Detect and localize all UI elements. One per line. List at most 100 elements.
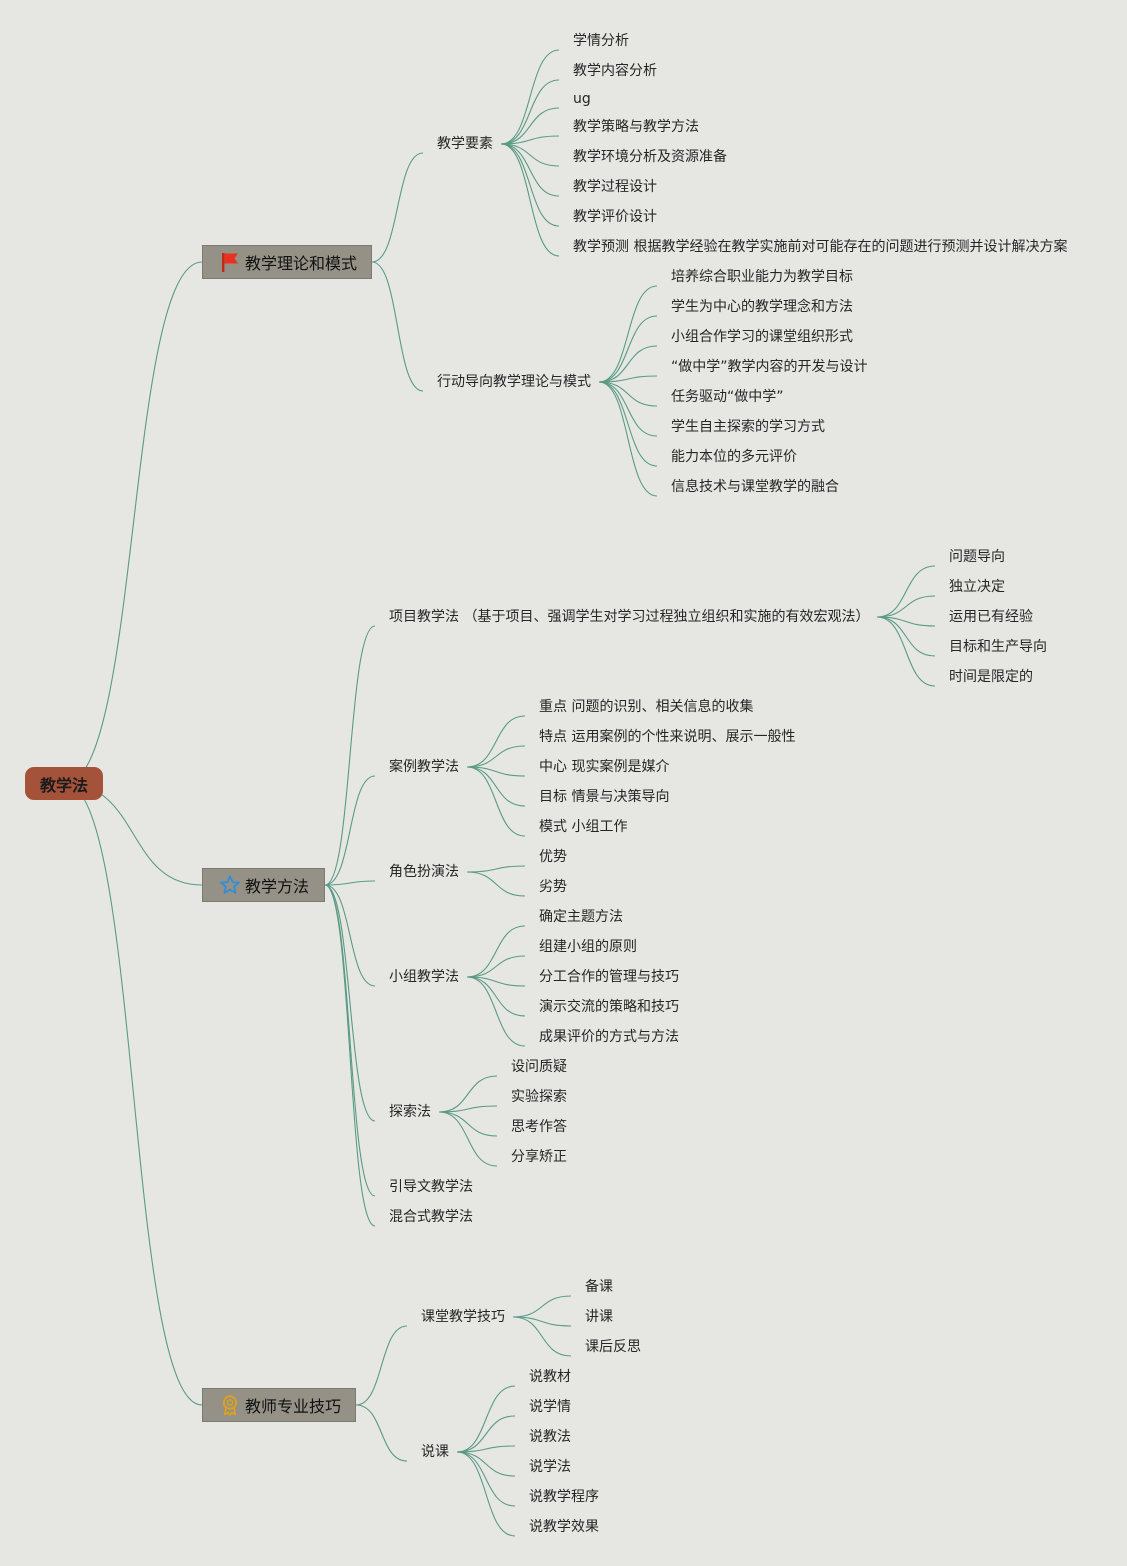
connector-topic-leaf xyxy=(466,766,526,777)
leaf-node[interactable]: 问题导向 xyxy=(949,549,1005,565)
leaf-node[interactable]: 实验探索 xyxy=(511,1089,567,1105)
leaf-node[interactable]: 独立决定 xyxy=(949,579,1005,595)
leaf-node[interactable]: 成果评价的方式与方法 xyxy=(539,1029,679,1045)
leaf-node[interactable]: 分享矫正 xyxy=(511,1149,567,1165)
leaf-node[interactable]: 培养综合职业能力为教学目标 xyxy=(671,269,853,285)
leaf-node[interactable]: 任务驱动“做中学” xyxy=(671,389,784,405)
leaf-node[interactable]: 设问质疑 xyxy=(511,1059,567,1075)
connector-topic-leaf xyxy=(598,381,658,407)
leaf-node[interactable]: 特点 运用案例的个性来说明、展示一般性 xyxy=(539,729,796,745)
topic-node[interactable]: 教学要素 xyxy=(437,136,493,152)
connector-topic-leaf xyxy=(876,565,936,618)
connector-topic-leaf xyxy=(876,616,936,657)
leaf-node[interactable]: 讲课 xyxy=(585,1309,613,1325)
topic-node[interactable]: 角色扮演法 xyxy=(389,864,459,880)
leaf-node[interactable]: 教学评价设计 xyxy=(573,209,657,225)
leaf-node[interactable]: ug xyxy=(573,91,591,107)
leaf-node[interactable]: 说教学程序 xyxy=(529,1489,599,1505)
leaf-node[interactable]: 目标和生产导向 xyxy=(949,639,1047,655)
leaf-node[interactable]: 说教材 xyxy=(529,1369,571,1385)
topic-node[interactable]: 课堂教学技巧 xyxy=(421,1309,505,1325)
root-node[interactable]: 教学法 xyxy=(25,767,103,800)
leaf-node[interactable]: 教学过程设计 xyxy=(573,179,657,195)
leaf-node[interactable]: 思考作答 xyxy=(511,1119,567,1135)
connector-root-branch xyxy=(64,782,203,1406)
leaf-node[interactable]: 信息技术与课堂教学的融合 xyxy=(671,479,839,495)
topic-node[interactable]: 引导文教学法 xyxy=(389,1179,473,1195)
leaf-node[interactable]: 小组合作学习的课堂组织形式 xyxy=(671,329,853,345)
leaf-node[interactable]: 学生自主探索的学习方式 xyxy=(671,419,825,435)
leaf-node[interactable]: 学生为中心的教学理念和方法 xyxy=(671,299,853,315)
leaf-node[interactable]: 劣势 xyxy=(539,879,567,895)
connector-topic-leaf xyxy=(456,1451,516,1477)
flag-icon xyxy=(222,253,238,272)
branch-label: 教学方法 xyxy=(245,877,310,896)
leaf-node[interactable]: 确定主题方法 xyxy=(539,909,623,925)
leaf-node[interactable]: 分工合作的管理与技巧 xyxy=(539,969,679,985)
connector-branch-topic xyxy=(324,884,376,1122)
connector-topic-leaf xyxy=(500,143,560,257)
leaf-node[interactable]: 说学情 xyxy=(529,1399,571,1415)
connector-topic-leaf xyxy=(466,766,526,837)
branch-node-theory[interactable]: 教学理论和模式 xyxy=(202,245,372,279)
leaf-node[interactable]: 备课 xyxy=(585,1279,613,1295)
connector-branch-topic xyxy=(371,152,424,263)
leaf-node[interactable]: 中心 现实案例是媒介 xyxy=(539,759,670,775)
connector-topic-leaf xyxy=(466,976,526,987)
connector-topic-leaf xyxy=(500,135,560,145)
leaf-node[interactable]: 优势 xyxy=(539,849,567,865)
connector-branch-topic xyxy=(324,880,376,886)
leaf-node[interactable]: 教学策略与教学方法 xyxy=(573,119,699,135)
leaf-node[interactable]: 时间是限定的 xyxy=(949,669,1033,685)
connector-topic-leaf xyxy=(466,865,526,873)
connector-topic-leaf xyxy=(466,715,526,768)
connector-topic-leaf xyxy=(598,315,658,383)
connector-branch-topic xyxy=(324,884,376,1197)
leaf-node[interactable]: 模式 小组工作 xyxy=(539,819,628,835)
leaf-node[interactable]: 说教学效果 xyxy=(529,1519,599,1535)
leaf-node[interactable]: 演示交流的策略和技巧 xyxy=(539,999,679,1015)
connector-topic-leaf xyxy=(598,375,658,383)
leaf-node[interactable]: 学情分析 xyxy=(573,33,629,49)
leaf-node[interactable]: “做中学”教学内容的开发与设计 xyxy=(671,359,868,375)
connector-topic-leaf xyxy=(466,976,526,1017)
connector-topic-leaf xyxy=(598,345,658,383)
connector-topic-leaf xyxy=(456,1385,516,1453)
leaf-node[interactable]: 说教法 xyxy=(529,1429,571,1445)
leaf-node[interactable]: 教学环境分析及资源准备 xyxy=(573,149,727,165)
connector-topic-leaf xyxy=(512,1316,572,1327)
leaf-node[interactable]: 重点 问题的识别、相关信息的收集 xyxy=(539,699,754,715)
leaf-node[interactable]: 目标 情景与决策导向 xyxy=(539,789,670,805)
leaf-node[interactable]: 课后反思 xyxy=(585,1339,641,1355)
connector-topic-leaf xyxy=(438,1111,498,1137)
topic-node[interactable]: 行动导向教学理论与模式 xyxy=(437,374,591,390)
star-icon xyxy=(220,875,240,894)
branch-label: 教学理论和模式 xyxy=(245,254,358,273)
leaf-node[interactable]: 能力本位的多元评价 xyxy=(671,449,797,465)
topic-node[interactable]: 说课 xyxy=(421,1444,449,1460)
connector-topic-leaf xyxy=(598,381,658,437)
leaf-node[interactable]: 组建小组的原则 xyxy=(539,939,637,955)
leaf-node[interactable]: 教学预测 根据教学经验在教学实施前对可能存在的问题进行预测并设计解决方案 xyxy=(573,239,1068,255)
connector-topic-leaf xyxy=(876,595,936,618)
topic-node[interactable]: 案例教学法 xyxy=(389,759,459,775)
topic-node[interactable]: 探索法 xyxy=(389,1104,431,1120)
connector-topic-leaf xyxy=(500,107,560,145)
connector-topic-leaf xyxy=(500,143,560,227)
branch-node-methods[interactable]: 教学方法 xyxy=(202,868,325,902)
topic-node[interactable]: 小组教学法 xyxy=(389,969,459,985)
leaf-node[interactable]: 说学法 xyxy=(529,1459,571,1475)
topic-node[interactable]: 混合式教学法 xyxy=(389,1209,473,1225)
connector-topic-leaf xyxy=(456,1445,516,1453)
branch-node-skills[interactable]: 教师专业技巧 xyxy=(202,1388,356,1422)
connector-topic-leaf xyxy=(438,1111,498,1167)
connector-topic-leaf xyxy=(456,1451,516,1507)
leaf-node[interactable]: 教学内容分析 xyxy=(573,63,657,79)
connector-topic-leaf xyxy=(512,1316,572,1357)
connector-topic-leaf xyxy=(876,616,936,687)
topic-node[interactable]: 项目教学法 （基于项目、强调学生对学习过程独立组织和实施的有效宏观法） xyxy=(389,609,870,625)
leaf-node[interactable]: 运用已有经验 xyxy=(949,609,1033,625)
connector-topic-leaf xyxy=(438,1105,498,1113)
award-icon xyxy=(222,1395,238,1416)
